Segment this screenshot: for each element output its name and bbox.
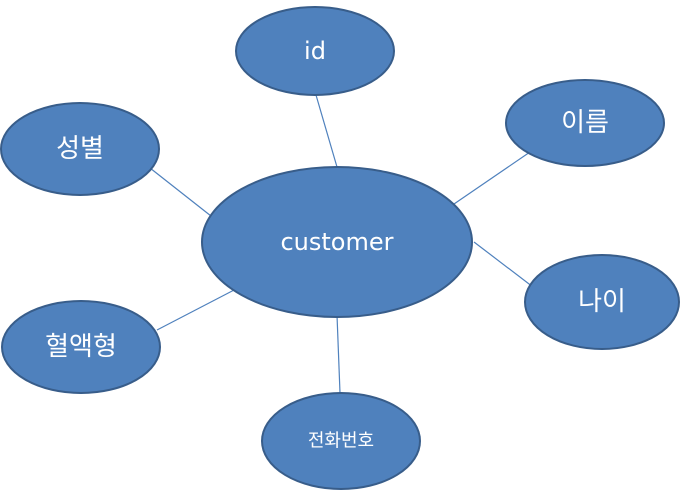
attribute-label: 이름 — [561, 108, 609, 138]
attribute-label: id — [304, 37, 326, 65]
entity-ellipse — [201, 166, 473, 318]
attribute-ellipse — [235, 6, 395, 96]
attribute-ellipse — [0, 102, 160, 196]
attribute-age[interactable]: 나이 — [524, 254, 680, 350]
attribute-ellipse — [505, 79, 665, 167]
attribute-label: 나이 — [578, 287, 626, 317]
attribute-label: 전화번호 — [308, 431, 374, 452]
entity-label: customer — [280, 228, 393, 256]
connector-blood — [156, 288, 237, 331]
attribute-label: 성별 — [56, 134, 104, 164]
connector-id — [315, 94, 338, 168]
attribute-ellipse — [524, 254, 680, 350]
connector-gender — [149, 167, 212, 217]
attribute-label: 혈액형 — [45, 332, 117, 362]
attribute-name[interactable]: 이름 — [505, 79, 665, 167]
attribute-gender[interactable]: 성별 — [0, 102, 160, 196]
attribute-id[interactable]: id — [235, 6, 395, 96]
entity-customer[interactable]: customer — [201, 166, 473, 318]
attribute-ellipse — [261, 392, 421, 490]
attribute-phone[interactable]: 전화번호 — [261, 392, 421, 490]
connector-name — [453, 151, 531, 205]
connector-phone — [336, 314, 341, 394]
attribute-blood[interactable]: 혈액형 — [1, 300, 161, 394]
attribute-ellipse — [1, 300, 161, 394]
connectors — [149, 94, 534, 394]
connector-age — [473, 241, 534, 288]
